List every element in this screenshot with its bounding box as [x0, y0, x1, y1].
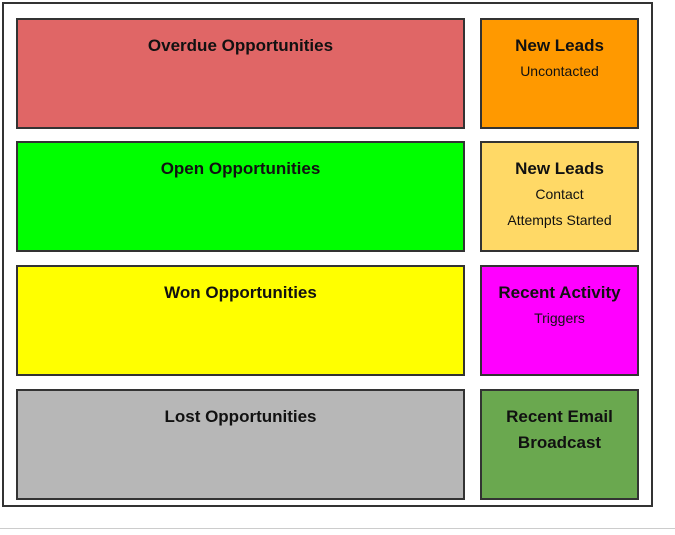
- card-title: Recent Activity: [498, 283, 621, 302]
- bottom-divider: [0, 528, 675, 529]
- dashboard-frame: Overdue Opportunities Open Opportunities…: [2, 2, 653, 507]
- card-title: New Leads: [515, 36, 604, 55]
- recent-email-broadcast-card[interactable]: Recent Email Broadcast: [480, 389, 639, 500]
- card-subtitle: Attempts Started: [507, 212, 612, 228]
- recent-activity-triggers-card[interactable]: Recent Activity Triggers: [480, 265, 639, 376]
- card-title: Lost Opportunities: [164, 407, 317, 426]
- open-opportunities-card[interactable]: Open Opportunities: [16, 141, 465, 252]
- card-subtitle: Contact: [535, 186, 584, 202]
- card-subtitle: Triggers: [534, 310, 585, 326]
- lost-opportunities-card[interactable]: Lost Opportunities: [16, 389, 465, 500]
- new-leads-contact-attempts-card[interactable]: New Leads Contact Attempts Started: [480, 141, 639, 252]
- card-title: New Leads: [515, 159, 604, 178]
- new-leads-uncontacted-card[interactable]: New Leads Uncontacted: [480, 18, 639, 129]
- card-title: Won Opportunities: [164, 283, 317, 302]
- card-title-line-2: Broadcast: [517, 433, 602, 452]
- overdue-opportunities-card[interactable]: Overdue Opportunities: [16, 18, 465, 129]
- won-opportunities-card[interactable]: Won Opportunities: [16, 265, 465, 376]
- card-subtitle: Uncontacted: [520, 63, 599, 79]
- card-title: Overdue Opportunities: [147, 36, 334, 55]
- card-title: Recent Email: [506, 407, 613, 426]
- card-title: Open Opportunities: [160, 159, 321, 178]
